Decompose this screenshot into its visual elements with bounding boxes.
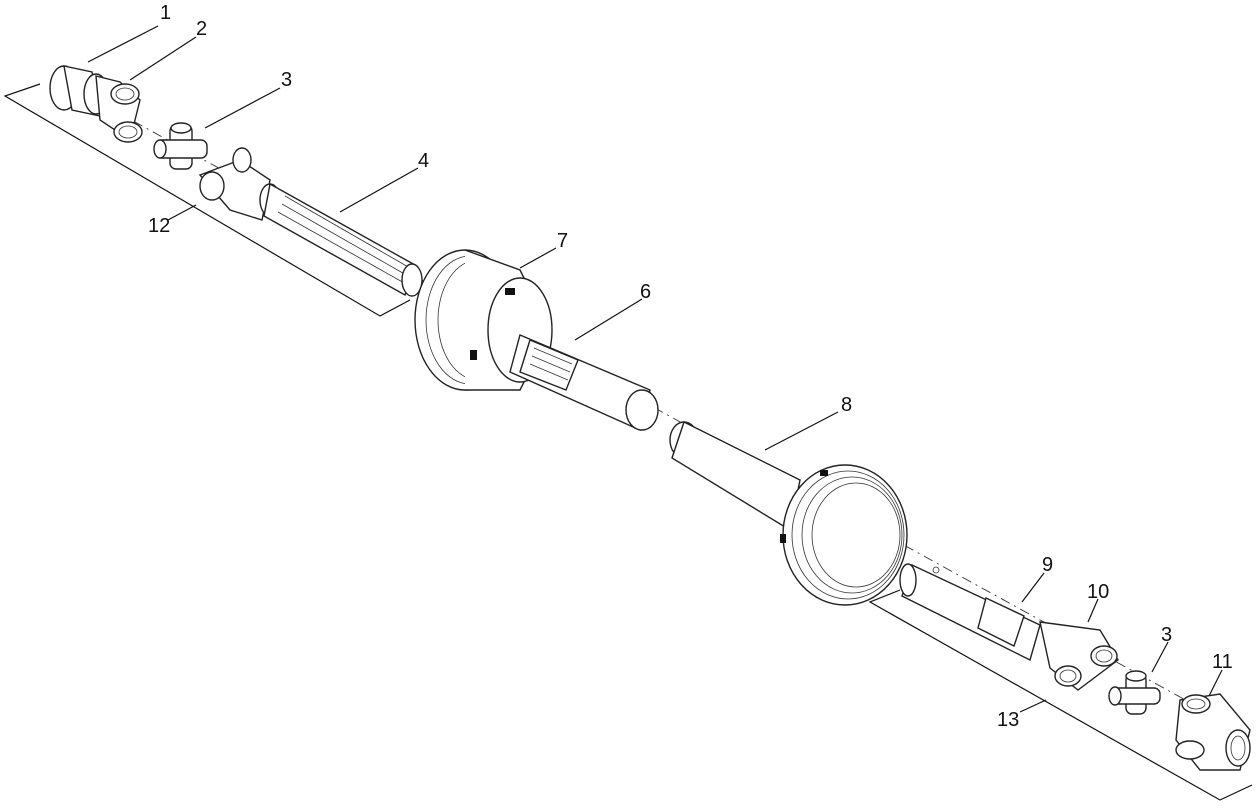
callout-9: 9 xyxy=(1042,554,1054,576)
callout-10: 10 xyxy=(1087,581,1110,603)
part-implement-yoke xyxy=(1175,693,1251,771)
part-tractor-yoke xyxy=(49,65,143,143)
part-inner-yoke-shaft xyxy=(198,147,423,297)
bracket-12 xyxy=(3,83,411,317)
callout-4: 4 xyxy=(418,150,430,172)
callout-8: 8 xyxy=(841,394,853,416)
callout-1: 1 xyxy=(160,2,172,24)
callout-11: 11 xyxy=(1212,651,1233,673)
part-cross-implement xyxy=(1108,670,1161,715)
part-inner-shield-cone xyxy=(669,421,908,606)
callout-2: 2 xyxy=(196,18,208,40)
centerline xyxy=(94,99,1241,731)
leader-lines xyxy=(87,25,1223,713)
callout-12: 12 xyxy=(148,215,171,237)
callout-3-implement: 3 xyxy=(1161,624,1173,646)
part-inner-profile-tube xyxy=(899,563,1041,662)
part-implement-inner-yoke xyxy=(1039,621,1119,691)
part-outer-guard-tube xyxy=(509,334,659,431)
callout-7: 7 xyxy=(557,230,569,252)
callout-6: 6 xyxy=(640,281,652,303)
warning-decal xyxy=(519,339,579,391)
part-cross-tractor xyxy=(153,122,208,170)
warning-decal-2 xyxy=(977,597,1025,647)
callout-3-tractor: 3 xyxy=(281,69,293,91)
callout-13: 13 xyxy=(997,709,1020,731)
